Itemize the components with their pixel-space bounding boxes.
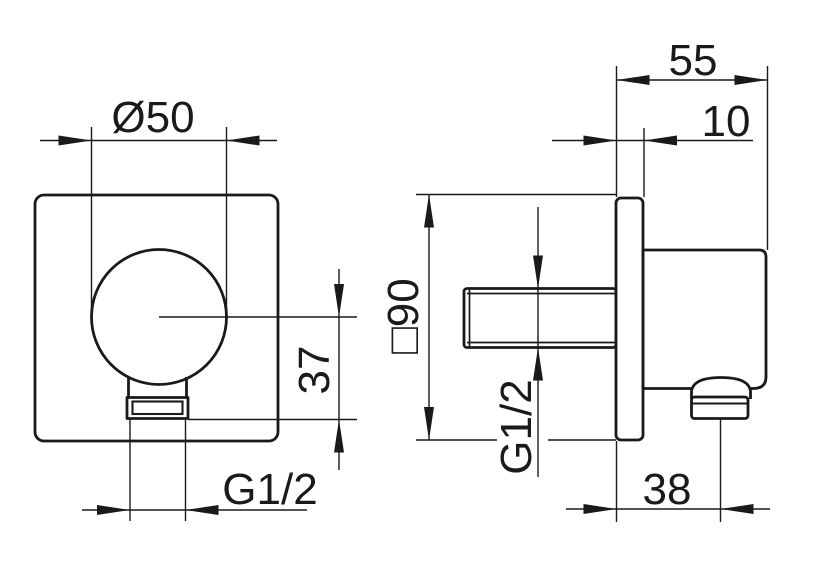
dim-thread-side: G1/2 bbox=[492, 207, 543, 477]
dim-label-diameter: Ø50 bbox=[111, 93, 194, 142]
dim-square-90: □90 bbox=[379, 193, 616, 441]
outlet-dome bbox=[690, 376, 752, 399]
dim-offset-37: 37 bbox=[159, 269, 357, 470]
dim-arrow bbox=[583, 135, 617, 146]
dim-label-offset: 37 bbox=[290, 346, 339, 395]
dim-label-depth: 55 bbox=[669, 36, 718, 85]
dim-arrow bbox=[97, 505, 130, 515]
outlet-neck bbox=[127, 377, 188, 398]
extension-line bbox=[129, 419, 187, 521]
dim-outlet-38: 38 bbox=[566, 418, 770, 522]
dim-label-plate-thickness: 10 bbox=[702, 97, 751, 146]
dim-label-thread-side: G1/2 bbox=[492, 379, 541, 474]
dim-arrow bbox=[720, 504, 754, 514]
dim-thread-front: G1/2 bbox=[82, 419, 318, 521]
pipe-thread-lines bbox=[467, 289, 616, 347]
dim-arrow bbox=[616, 75, 650, 85]
front-view: Ø50 37 G1/2 bbox=[33, 93, 357, 521]
dim-arrow bbox=[58, 135, 92, 146]
dim-arrow bbox=[533, 347, 543, 381]
dim-arrow bbox=[185, 505, 219, 515]
extension-line bbox=[90, 127, 228, 310]
dim-diameter: Ø50 bbox=[40, 93, 277, 310]
dim-arrow bbox=[583, 504, 617, 514]
body-side bbox=[641, 248, 768, 390]
outlet-nut-front-inner bbox=[131, 400, 184, 416]
dim-plate-10: 10 bbox=[552, 97, 753, 197]
dim-arrow bbox=[226, 135, 260, 146]
dim-label-square: □90 bbox=[379, 278, 428, 354]
dim-arrow bbox=[424, 407, 434, 440]
dim-depth-55: 55 bbox=[615, 36, 769, 250]
dim-arrow bbox=[424, 194, 434, 228]
dim-arrow bbox=[334, 419, 344, 453]
front-plate bbox=[33, 193, 280, 443]
dim-label-outlet-distance: 38 bbox=[643, 465, 692, 514]
dim-arrow bbox=[533, 255, 543, 289]
supply-pipe bbox=[462, 287, 618, 349]
outlet-nut-side bbox=[690, 395, 750, 420]
dim-label-thread-front: G1/2 bbox=[222, 465, 317, 514]
dim-arrow bbox=[734, 75, 768, 85]
dim-arrow bbox=[644, 135, 677, 146]
dim-arrow bbox=[334, 284, 344, 317]
wall-plate-side bbox=[614, 196, 645, 442]
outlet-nut-front bbox=[125, 396, 190, 420]
side-view: 55 10 □90 G1/2 bbox=[379, 36, 770, 522]
